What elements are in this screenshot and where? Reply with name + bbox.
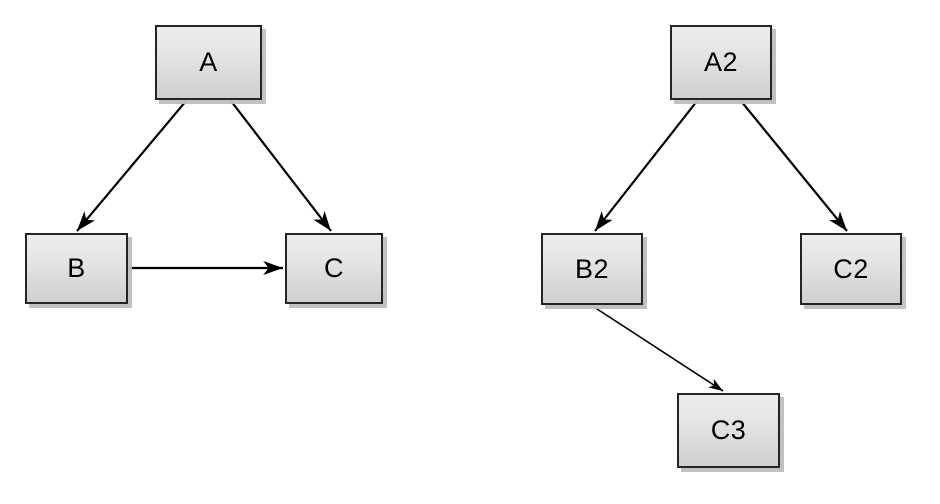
node-b2[interactable]: B2 <box>541 233 643 305</box>
edge-b2-c3 <box>593 306 724 392</box>
node-label: A2 <box>703 47 739 77</box>
node-a2[interactable]: A2 <box>670 25 772 100</box>
node-c[interactable]: C <box>285 233 383 304</box>
edges-group <box>76 100 848 392</box>
node-b[interactable]: B <box>25 233 128 304</box>
node-label: A <box>199 47 218 77</box>
node-c2[interactable]: C2 <box>800 233 902 305</box>
node-label: B <box>67 253 86 283</box>
edge-a2-b2 <box>594 100 698 232</box>
node-c3[interactable]: C3 <box>677 393 780 468</box>
node-label: C3 <box>710 415 747 445</box>
edge-a-c <box>230 100 332 232</box>
node-label: C <box>324 253 344 283</box>
edge-a2-c2 <box>740 100 848 232</box>
node-label: B2 <box>574 253 610 284</box>
node-a[interactable]: A <box>155 25 262 100</box>
edge-a-b <box>76 100 187 232</box>
node-label: C2 <box>833 253 869 284</box>
